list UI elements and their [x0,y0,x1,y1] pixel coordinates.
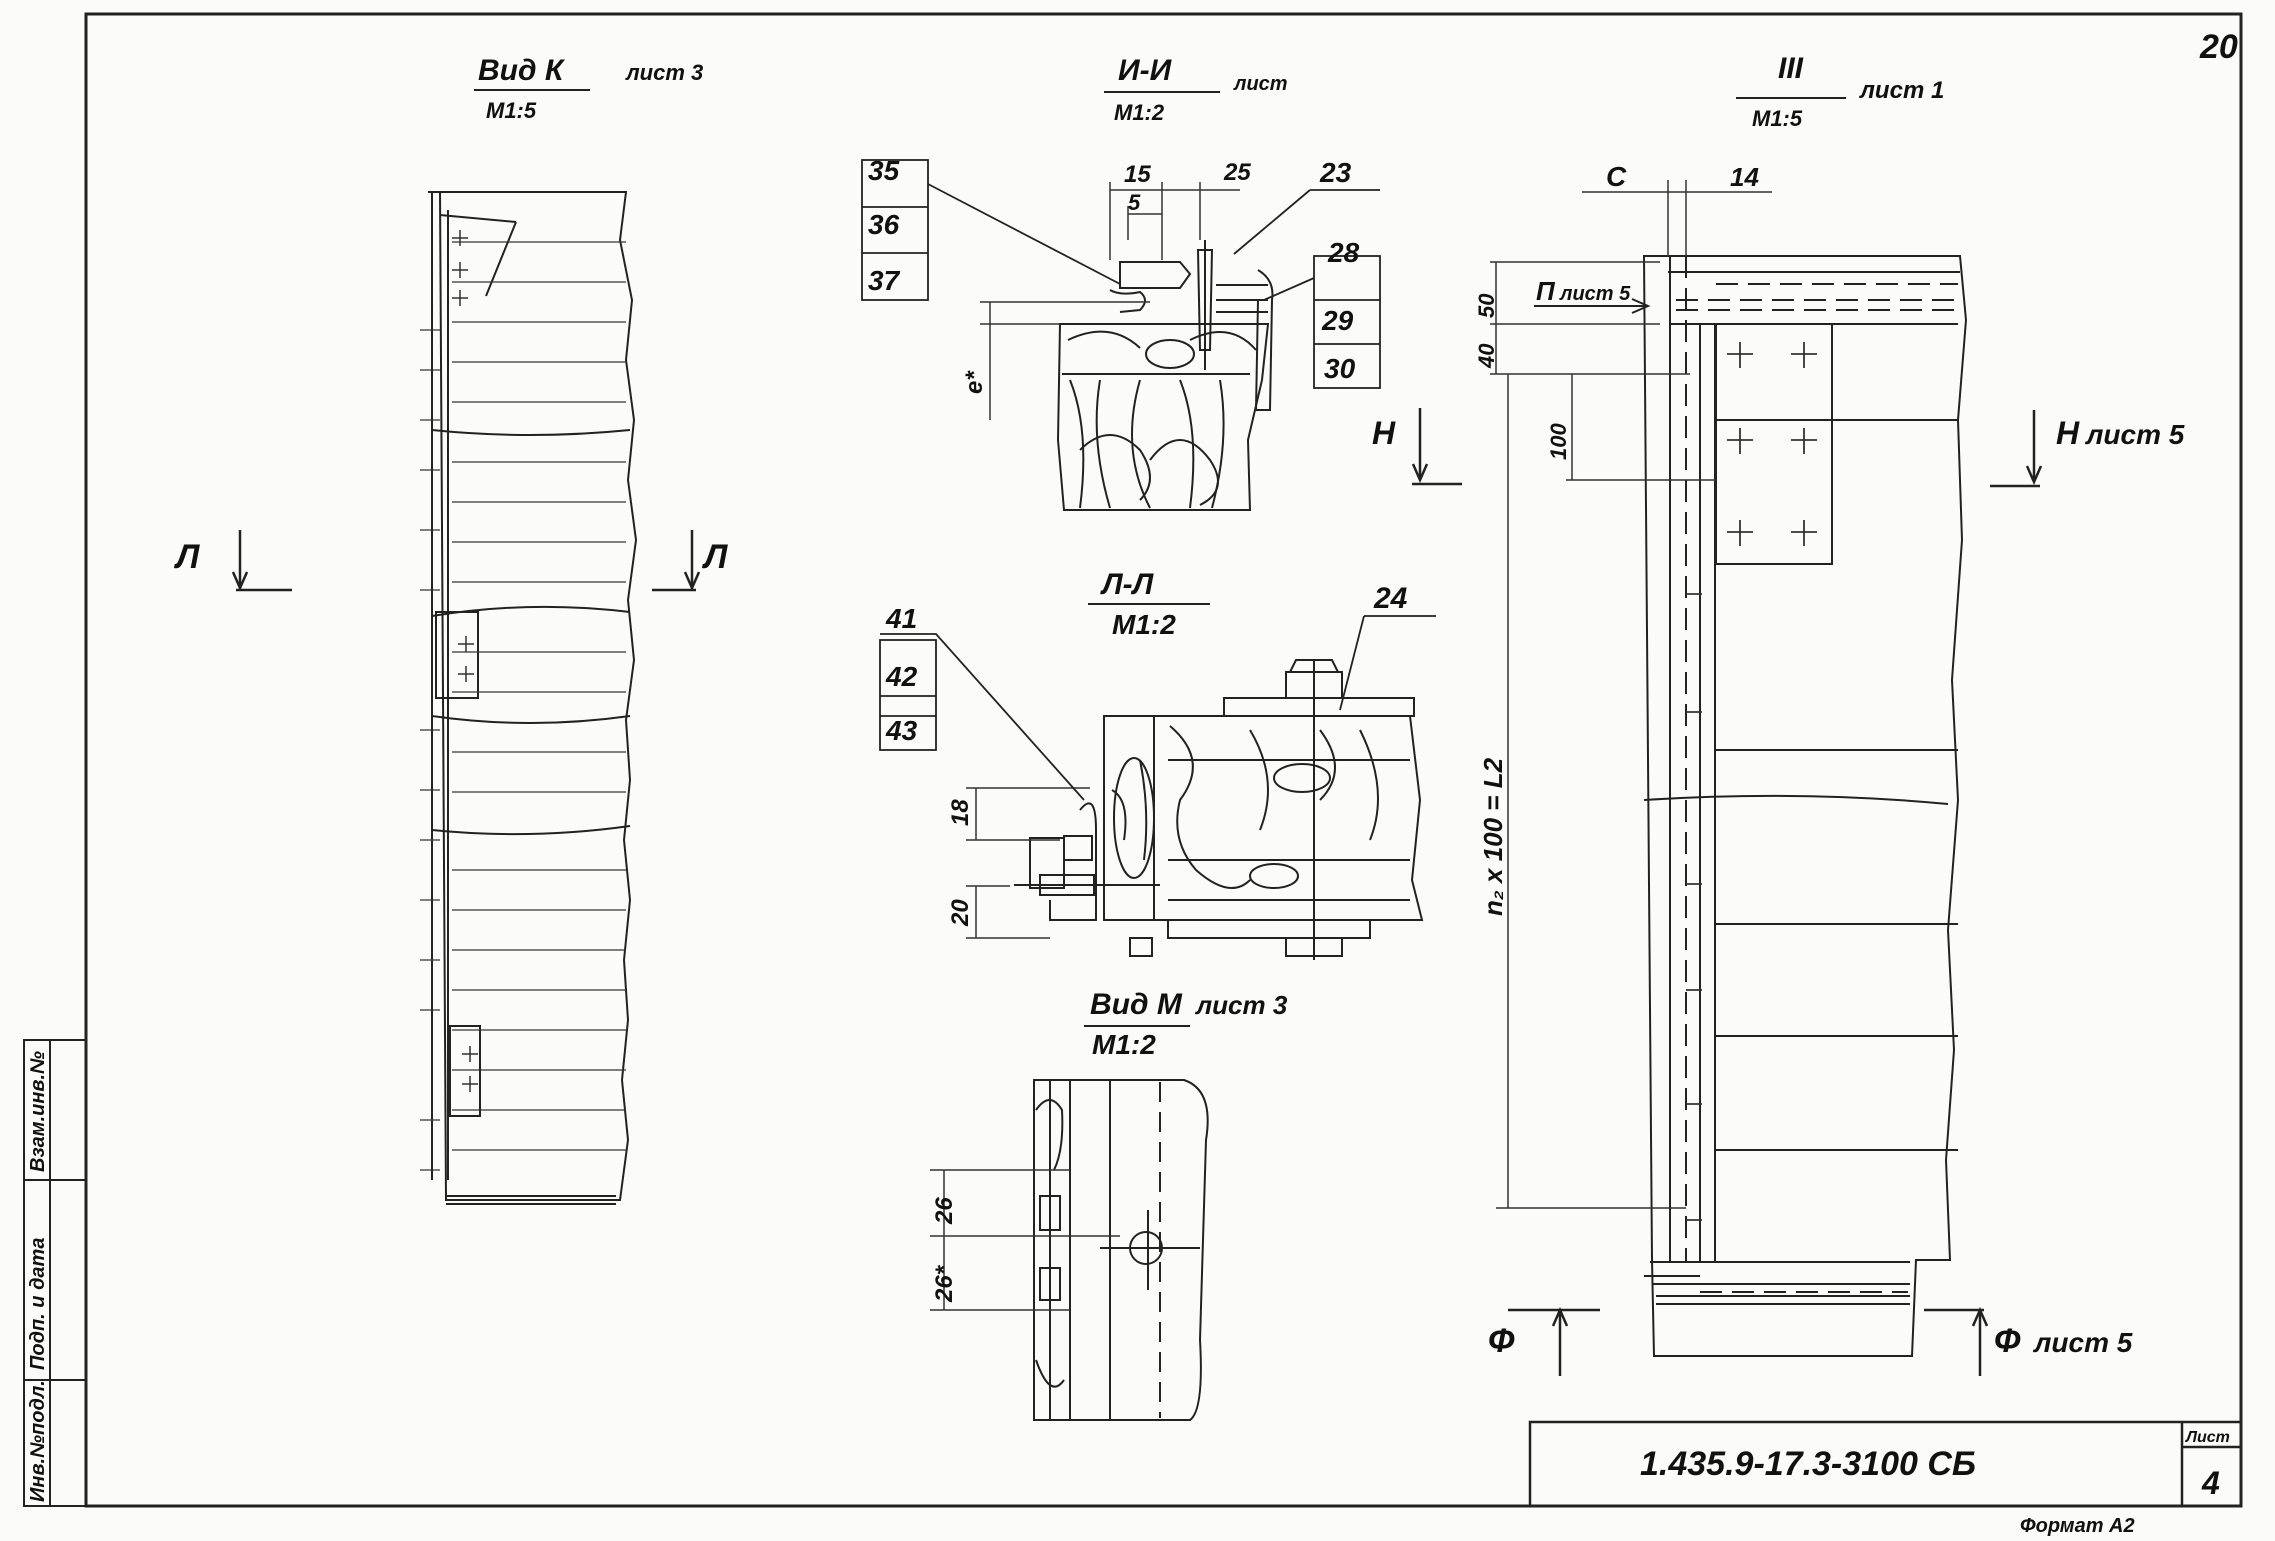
document-code: 1.435.9-17.3-3100 СБ [1640,1445,1976,1483]
view-k-bolt-marks [452,230,478,1092]
dim-iii-14: 14 [1730,162,1759,192]
section-i-callout-left [861,159,1121,301]
svg-text:Вид М: Вид М [1090,988,1183,1021]
dim-iii-50: 50 [1474,293,1499,318]
section-i-title: И-И М1:2 лист [1104,54,1288,125]
dim-iii-l2: n₂ x 100 = L2 [1478,757,1508,916]
svg-text:лист: лист [1233,73,1288,95]
dim-vm-26s: 26* [931,1264,958,1303]
dim-iii-40: 40 [1474,343,1499,369]
svg-text:М1:2: М1:2 [1114,100,1165,125]
stamp-podp-data: Подп. и дата [27,1238,49,1370]
callout-28: 28 [1327,237,1360,268]
sheet-label: Лист [2185,1429,2230,1446]
section-marker-l-right [652,530,701,592]
dim-si-15: 15 [1124,161,1151,188]
view-k-title: Вид К М1:5 лист 3 [474,54,703,123]
sheet-frame [84,12,2243,1508]
section-label-n-left: Н [1372,415,1396,451]
callout-24: 24 [1373,582,1408,615]
marker-p-ref: лист 5 [1559,283,1631,305]
section-marker-l-left [231,530,292,592]
svg-text:лист 3: лист 3 [1194,990,1288,1020]
dim-sl-18: 18 [947,799,974,826]
view-k-drawing [428,191,638,1205]
view-iii-drawing [1642,255,1968,1357]
section-label-f-left: Ф [1488,1322,1515,1360]
view-iii-bolt-marks [1686,342,1817,1221]
dim-si-25: 25 [1223,159,1251,186]
callout-42: 42 [885,661,918,692]
callout-37: 37 [868,265,901,296]
callout-41: 41 [885,603,917,634]
svg-text:М1:2: М1:2 [1112,609,1176,640]
view-m-dimensions [930,1169,1120,1311]
callout-35: 35 [868,155,900,186]
format-note: Формат А2 [2020,1515,2135,1537]
section-l-callout-top [1339,615,1436,711]
callout-36: 36 [868,209,900,240]
section-label-n-right: Н [2056,415,2080,451]
svg-text:Вид К: Вид К [478,54,566,87]
view-m-title: Вид М М1:2 лист 3 [1084,988,1288,1060]
section-ref-f-right: лист 5 [2032,1327,2133,1358]
view-k-hatching [420,241,626,1171]
view-m-drawing [1033,1079,1209,1421]
callout-43: 43 [885,715,918,746]
view-iii-title: III М1:5 лист 1 [1736,52,1944,131]
svg-text:М1:5: М1:5 [1752,106,1803,131]
section-l-callout-left [879,633,1085,801]
section-l-drawing [1014,659,1424,960]
marker-p-label: П [1536,276,1556,306]
section-i-drawing [1056,240,1274,511]
section-marker-n-left [1411,408,1462,486]
dim-iii-c: С [1606,161,1627,192]
title-block [1528,1420,2243,1508]
svg-text:Л-Л: Л-Л [1100,568,1155,601]
dim-si-e: е* [961,370,988,394]
svg-text:М1:5: М1:5 [486,98,537,123]
section-l-title: Л-Л М1:2 [1088,568,1210,640]
side-stamp [23,1039,87,1507]
svg-text:лист 1: лист 1 [1859,77,1944,104]
dim-si-5: 5 [1128,190,1141,215]
section-ref-n-right: лист 5 [2084,419,2185,450]
section-l-dimensions [966,787,1090,939]
section-marker-f-right [1924,1306,1989,1376]
svg-text:М1:2: М1:2 [1092,1029,1156,1060]
section-i-callout-top [1233,189,1380,255]
section-i-dimensions [980,182,1240,420]
section-marker-f-left [1508,1306,1600,1376]
view-iii-dimensions [1490,180,1772,1209]
callout-30: 30 [1324,353,1356,384]
section-marker-n-right [1990,410,2043,488]
sheet-number: 4 [2201,1465,2220,1501]
marker-p [1534,298,1651,314]
callout-29: 29 [1321,305,1354,336]
svg-text:III: III [1778,52,1804,85]
svg-text:И-И: И-И [1118,54,1173,87]
stamp-vzam-inv: Взам.инв.№ [27,1051,49,1172]
section-label-l-right: Л [701,538,728,576]
corner-sheet-number: 20 [2199,28,2238,66]
section-label-f-right: Ф [1994,1322,2021,1360]
section-i-callout-right [1263,255,1381,389]
svg-text:лист 3: лист 3 [625,60,703,85]
callout-23: 23 [1319,157,1352,188]
stamp-inv-podl: Инв.№подл. [27,1380,49,1502]
section-label-l-left: Л [173,538,200,576]
dim-iii-100: 100 [1546,423,1571,460]
view-iii-dashed [1676,256,1958,1293]
dim-sl-20: 20 [947,899,974,927]
dim-vm-26: 26 [931,1197,958,1225]
